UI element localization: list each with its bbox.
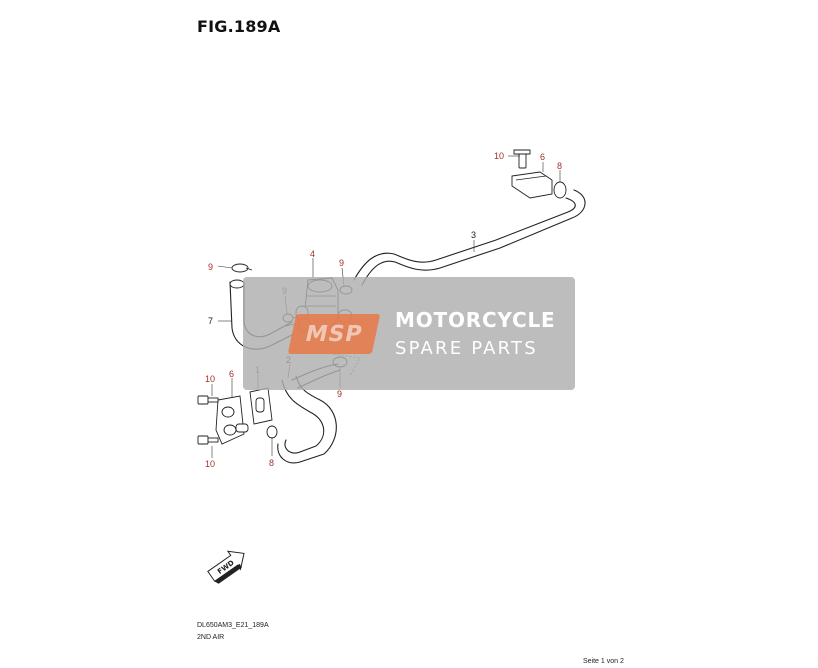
watermark-logo: MSP <box>287 314 381 354</box>
upper-fitting-6 <box>511 149 567 199</box>
callout-10-lower-top: 10 <box>205 374 215 384</box>
watermark-line2: SPARE PARTS <box>395 338 538 359</box>
figure-title: FIG.189A <box>197 17 281 36</box>
callout-3: 3 <box>471 230 476 240</box>
lower-fitting-6 <box>215 395 249 445</box>
figure-code: DL650AM3_E21_189A <box>197 622 269 629</box>
callout-10-lower-bottom: 10 <box>205 459 215 469</box>
callout-6-lower: 6 <box>229 369 234 379</box>
figure-subtitle: 2ND AIR <box>197 634 225 641</box>
callout-9-upper: 9 <box>339 258 344 268</box>
callout-8-upper: 8 <box>557 161 562 171</box>
bolts-10 <box>197 395 219 445</box>
hose-3 <box>353 189 586 286</box>
forward-arrow-icon: FWD <box>207 550 245 584</box>
callout-4: 4 <box>310 249 315 259</box>
callout-9-left: 9 <box>208 262 213 272</box>
callout-10-upper: 10 <box>494 151 504 161</box>
page-info: Seite 1 von 2 <box>583 658 624 665</box>
clamp-8-lower <box>266 425 278 439</box>
callout-6-upper: 6 <box>540 152 545 162</box>
plate-1 <box>249 387 273 425</box>
watermark-line1: MOTORCYCLE <box>395 308 556 332</box>
callout-8-lower: 8 <box>269 458 274 468</box>
callout-9-lower: 9 <box>337 389 342 399</box>
callout-7: 7 <box>208 316 213 326</box>
